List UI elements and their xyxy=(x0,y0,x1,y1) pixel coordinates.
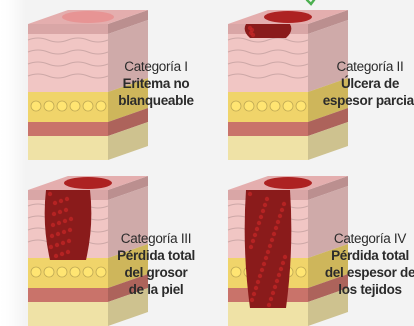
granulation-dot xyxy=(267,303,271,307)
granulation-dot xyxy=(253,233,257,237)
granulation-dot xyxy=(268,244,272,248)
granulation-dot xyxy=(262,262,266,266)
granulation-dot xyxy=(250,298,254,302)
granulation-dot xyxy=(249,245,253,249)
stage-4-caption: Categoría IV Pérdida total del espesor d… xyxy=(322,230,414,298)
granulation-dot xyxy=(252,292,256,296)
granulation-dot xyxy=(271,291,275,295)
granulation-dot xyxy=(264,256,268,260)
granulation-dot xyxy=(263,203,267,207)
granulation-dot xyxy=(269,297,273,301)
granulation-dot xyxy=(255,227,259,231)
granulation-dot xyxy=(257,221,261,225)
granulation-dot xyxy=(258,274,262,278)
granulation-dot xyxy=(277,273,281,277)
granulation-dot xyxy=(276,220,280,224)
granulation-dot xyxy=(279,267,283,271)
granulation-dot xyxy=(282,202,286,206)
granulation-dot xyxy=(248,192,252,196)
stage-4-name-line-3: los tejidos xyxy=(322,281,414,298)
granulation-dot xyxy=(256,280,260,284)
granulation-dot xyxy=(278,214,282,218)
stage-4-name-line-2: del espesor de xyxy=(322,264,414,281)
granulation-dot xyxy=(259,215,263,219)
granulation-dot xyxy=(254,286,258,290)
granulation-dot xyxy=(281,261,285,265)
fat-globule xyxy=(296,267,306,277)
granulation-dot xyxy=(270,238,274,242)
granulation-dot xyxy=(265,197,269,201)
fat-globule xyxy=(231,267,241,277)
granulation-dot xyxy=(283,255,287,259)
stage-4-name-line-1: Pérdida total xyxy=(322,247,414,264)
granulation-dot xyxy=(275,279,279,283)
granulation-dot xyxy=(274,226,278,230)
stage-4-category: Categoría IV xyxy=(322,230,414,247)
granulation-dot xyxy=(260,268,264,272)
granulation-dot xyxy=(261,209,265,213)
wound-opening xyxy=(264,177,312,189)
granulation-dot xyxy=(273,285,277,289)
granulation-dot xyxy=(272,232,276,236)
granulation-dot xyxy=(251,239,255,243)
granulation-dot xyxy=(280,208,284,212)
granulation-dot xyxy=(266,250,270,254)
